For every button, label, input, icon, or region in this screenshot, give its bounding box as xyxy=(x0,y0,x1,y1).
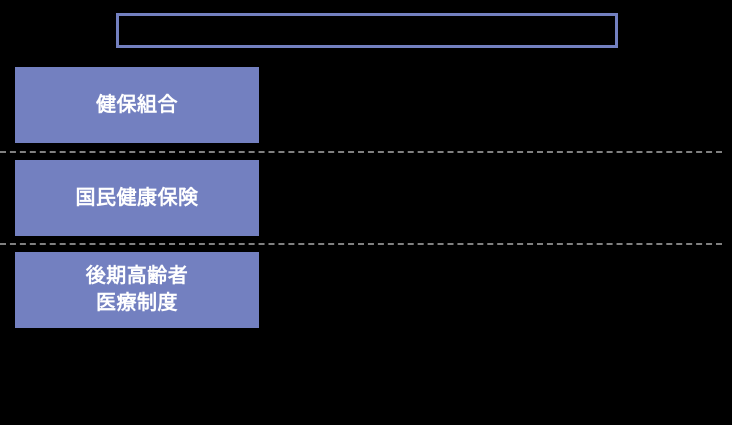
dashed-separator-1 xyxy=(0,151,722,153)
category-box-kenpo-kumiai[interactable]: 健保組合 xyxy=(15,67,259,143)
header-outline-box[interactable] xyxy=(116,13,618,48)
category-box-kokumin-kenko-hoken[interactable]: 国民健康保険 xyxy=(15,160,259,236)
dashed-separator-2 xyxy=(0,243,722,245)
category-box-label: 健保組合 xyxy=(96,93,178,116)
category-box-label: 国民健康保険 xyxy=(75,186,199,209)
category-box-koki-koreisha-iryo-seido[interactable]: 後期高齢者 医療制度 xyxy=(15,252,259,328)
category-box-label: 後期高齢者 医療制度 xyxy=(85,265,189,314)
